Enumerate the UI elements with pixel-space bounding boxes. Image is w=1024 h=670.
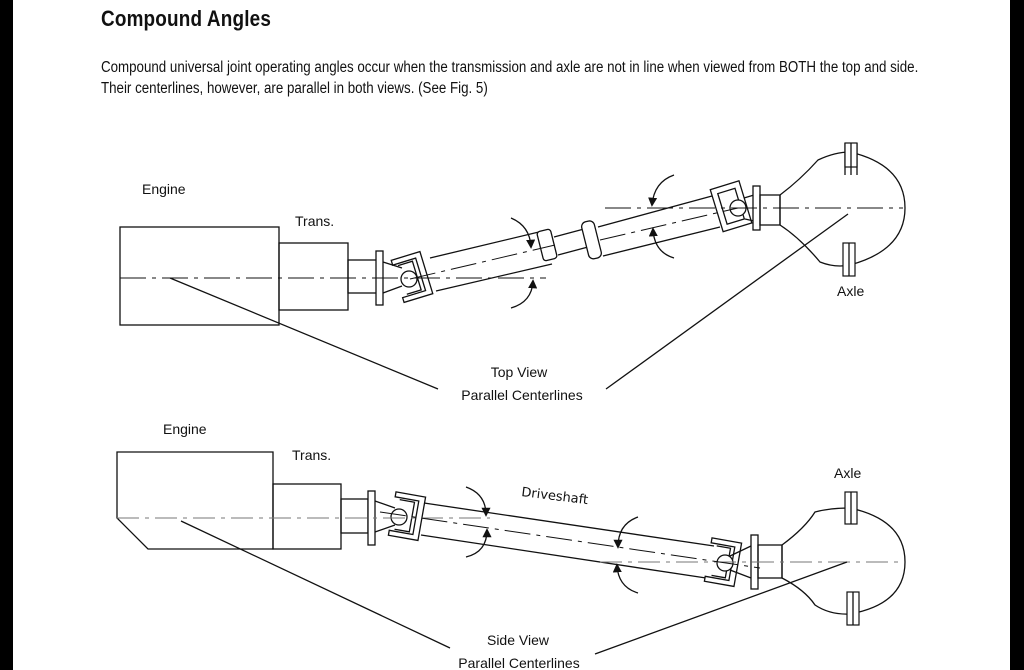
- top-engine-label: Engine: [142, 181, 186, 197]
- side-front-angle-arrow-lower: [465, 528, 492, 558]
- side-rear-angle-arrow-upper: [613, 516, 639, 549]
- side-leader-left: [180, 520, 451, 649]
- side-rear-angle-arrow-lower: [612, 563, 639, 594]
- top-trans-output: [347, 259, 378, 294]
- side-front-angle-arrow-upper: [465, 486, 491, 517]
- top-transmission: [278, 242, 349, 311]
- side-leader-right: [594, 561, 848, 655]
- top-axle-label: Axle: [837, 283, 864, 299]
- top-trans-label: Trans.: [295, 213, 334, 229]
- top-center-bearing: [580, 220, 602, 260]
- top-pinion-neck: [759, 194, 781, 226]
- top-front-cross: [400, 270, 418, 288]
- side-caption-line2: Parallel Centerlines: [458, 655, 579, 670]
- side-driveshaft-label: Driveshaft: [521, 485, 589, 508]
- side-front-cross: [390, 508, 408, 526]
- top-caption-line2: Parallel Centerlines: [461, 387, 582, 403]
- side-engine-block: [116, 451, 274, 550]
- top-leader-left: [169, 277, 439, 390]
- side-trans-output: [340, 498, 369, 534]
- section-paragraph: Compound universal joint operating angle…: [101, 59, 919, 97]
- top-rear-angle-arrow-upper: [648, 174, 675, 207]
- top-rear-angle-arrow-lower: [648, 227, 675, 259]
- top-front-angle-arrow-upper: [510, 217, 536, 249]
- top-engine-block: [119, 226, 280, 326]
- side-caption-line1: Side View: [487, 632, 550, 648]
- section-title: Compound Angles: [101, 6, 272, 31]
- document-page: Compound Angles Compound universal joint…: [13, 0, 1010, 670]
- side-trans-label: Trans.: [292, 447, 331, 463]
- side-view-diagram: Engine Trans. Axle Driveshaft: [116, 421, 906, 670]
- top-slip-yoke: [536, 228, 558, 262]
- side-driveshaft-tube: [420, 502, 715, 579]
- top-shaft-centerline: [409, 244, 556, 280]
- side-axle-housing: [781, 507, 906, 615]
- top-caption-line1: Top View: [491, 364, 548, 380]
- top-driveshaft-tube: [429, 230, 553, 292]
- side-engine-label: Engine: [163, 421, 207, 437]
- side-shaft-centerline: [379, 511, 761, 569]
- side-axle-label: Axle: [834, 465, 861, 481]
- side-transmission: [272, 483, 342, 550]
- compound-angles-figure: Engine Trans. Axle: [116, 142, 906, 670]
- top-leader-right: [605, 213, 849, 390]
- top-axle-housing: [779, 151, 906, 267]
- top-view-diagram: Engine Trans. Axle: [119, 142, 906, 403]
- top-front-angle-arrow-lower: [510, 279, 538, 309]
